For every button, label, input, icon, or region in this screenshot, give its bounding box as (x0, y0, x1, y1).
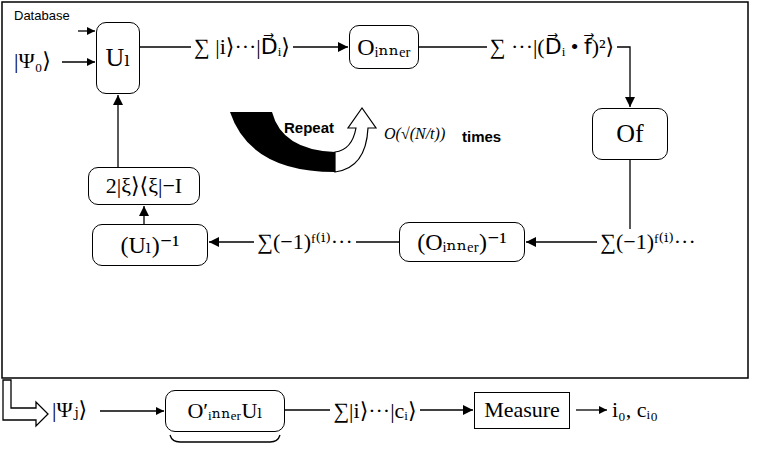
operator-box: Uₗ (96, 22, 140, 94)
underbrace (170, 435, 280, 442)
input-arrow (62, 61, 95, 62)
diffusion-box: 2|ξ⟩⟨ξ|−I (88, 167, 200, 205)
operator-box: Oᵢₙₙₑᵣ (349, 25, 419, 69)
repeat-count: O(√(N/t)) (384, 124, 445, 143)
node-text: O′ᵢₙₙₑᵣUₗ (187, 398, 262, 424)
loop-frame (2, 2, 748, 378)
repeat-swoosh (230, 112, 335, 172)
state-label: ∑(−1)ᶠ⁽ⁱ⁾··· (597, 229, 699, 255)
repeat-note: times (462, 128, 501, 146)
exit-arrow (3, 380, 48, 426)
flow-arrow (117, 95, 118, 167)
state-label: ∑ ···|(D⃗ᵢ • f⃗)²⟩ (487, 34, 617, 60)
repeat-arrow (335, 108, 376, 172)
node-text: 2|ξ⟩⟨ξ|−I (106, 173, 182, 199)
input-arrow (100, 410, 164, 411)
operator-box: (Oᵢₙₙₑᵣ)⁻¹ (399, 222, 525, 262)
state-label: ∑(−1)ᶠ⁽ⁱ⁾··· (254, 229, 356, 255)
node-text: Of (616, 118, 643, 149)
state-label: ∑ |i⟩···|D⃗ᵢ⟩ (191, 34, 293, 60)
node-text: Oᵢₙₙₑᵣ (357, 33, 411, 62)
node-text: Measure (484, 397, 560, 423)
input-label: Database (14, 8, 70, 24)
operator-box: O′ᵢₙₙₑᵣUₗ (165, 390, 285, 432)
result-label: i₀, cᵢ₀ (612, 397, 658, 423)
operator-box: (Uₗ)⁻¹ (92, 224, 208, 266)
state-label: |Ψ₀⟩ (14, 48, 51, 74)
measure-box: Measure (474, 392, 570, 429)
oracle-box: Of (592, 108, 668, 160)
repeat-note: Repeat (284, 119, 334, 137)
output-arrow (576, 409, 607, 410)
node-text: Uₗ (105, 42, 130, 73)
state-label: ∑|i⟩···|cᵢ⟩ (330, 398, 419, 424)
flow-arrow (143, 206, 144, 224)
node-text: (Uₗ)⁻¹ (120, 231, 179, 260)
state-label: |Ψⱼ⟩ (52, 397, 87, 423)
input-arrow (78, 30, 95, 31)
node-text: (Oᵢₙₙₑᵣ)⁻¹ (417, 228, 507, 257)
